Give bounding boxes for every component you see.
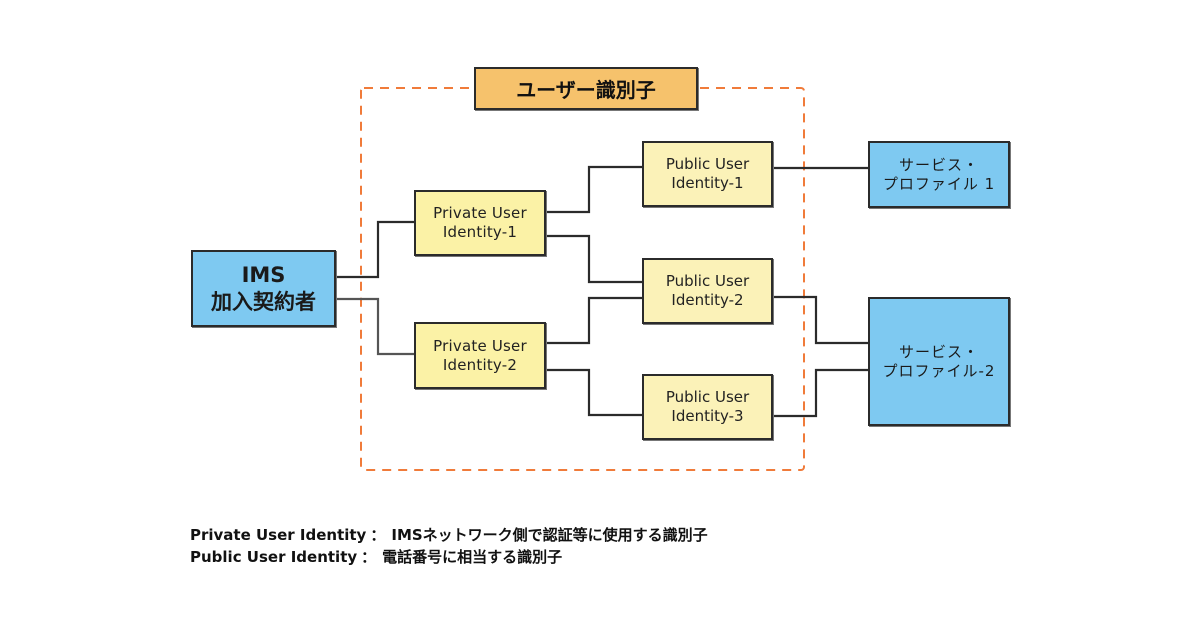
legend-description: IMSネットワーク側で認証等に使用する識別子 — [391, 526, 708, 544]
node-label-line: プロファイル 1 — [882, 174, 996, 193]
edge-private-2-to-public-3 — [545, 368, 642, 417]
edge-private-1-to-public-1 — [545, 165, 642, 214]
node-label-line: プロファイル-2 — [882, 361, 996, 380]
private-user-identity-1-node: Private User Identity-1 — [414, 190, 546, 256]
node-label-line: サービス・ — [898, 155, 979, 174]
public-user-identity-1-node: Public User Identity-1 — [642, 141, 773, 207]
private-user-identity-2-node: Private User Identity-2 — [414, 322, 546, 389]
node-label-line: Identity-1 — [442, 223, 518, 241]
ims-subscriber-node: IMS 加入契約者 — [191, 250, 336, 327]
user-identifier-group-label: ユーザー識別子 — [474, 67, 698, 110]
node-label-line: Identity-2 — [671, 291, 744, 309]
edge-private-1-to-public-2 — [545, 234, 642, 284]
service-profile-2-node: サービス・ プロファイル-2 — [868, 297, 1010, 426]
legend-public-user-identity: Public User Identity： 電話番号に相当する識別子 — [190, 546, 562, 567]
node-label-line: Public User — [665, 155, 750, 174]
node-label-line: サービス・ — [898, 342, 979, 361]
service-profile-1-node: サービス・ プロファイル 1 — [868, 141, 1010, 208]
node-label-line: Public User — [665, 272, 750, 291]
user-identifier-group-border — [360, 87, 805, 471]
edge-public-2-to-service-2 — [772, 295, 868, 345]
edge-public-3-to-service-2 — [772, 368, 868, 418]
node-label-line: IMS — [241, 263, 286, 288]
node-label-line: Identity-3 — [671, 407, 744, 425]
legend-term: Private User Identity — [190, 526, 367, 544]
legend-separator: ： — [370, 526, 386, 544]
node-label-line: 加入契約者 — [211, 289, 316, 314]
public-user-identity-3-node: Public User Identity-3 — [642, 374, 773, 440]
legend-description: 電話番号に相当する識別子 — [382, 548, 563, 566]
node-label-line: Public User — [665, 388, 750, 407]
legend-separator: ： — [361, 548, 377, 566]
legend-private-user-identity: Private User Identity： IMSネットワーク側で認証等に使用す… — [190, 524, 708, 545]
edge-private-2-to-public-2 — [545, 296, 642, 345]
public-user-identity-2-node: Public User Identity-2 — [642, 258, 773, 324]
node-label-line: Private User — [433, 336, 527, 355]
node-label-line: Identity-1 — [671, 174, 744, 192]
edge-ims-to-private-2 — [335, 297, 414, 356]
node-label-line: Private User — [433, 204, 527, 223]
node-label-line: Identity-2 — [442, 355, 518, 374]
legend-term: Public User Identity — [190, 548, 358, 566]
edge-ims-to-private-1 — [335, 220, 414, 279]
